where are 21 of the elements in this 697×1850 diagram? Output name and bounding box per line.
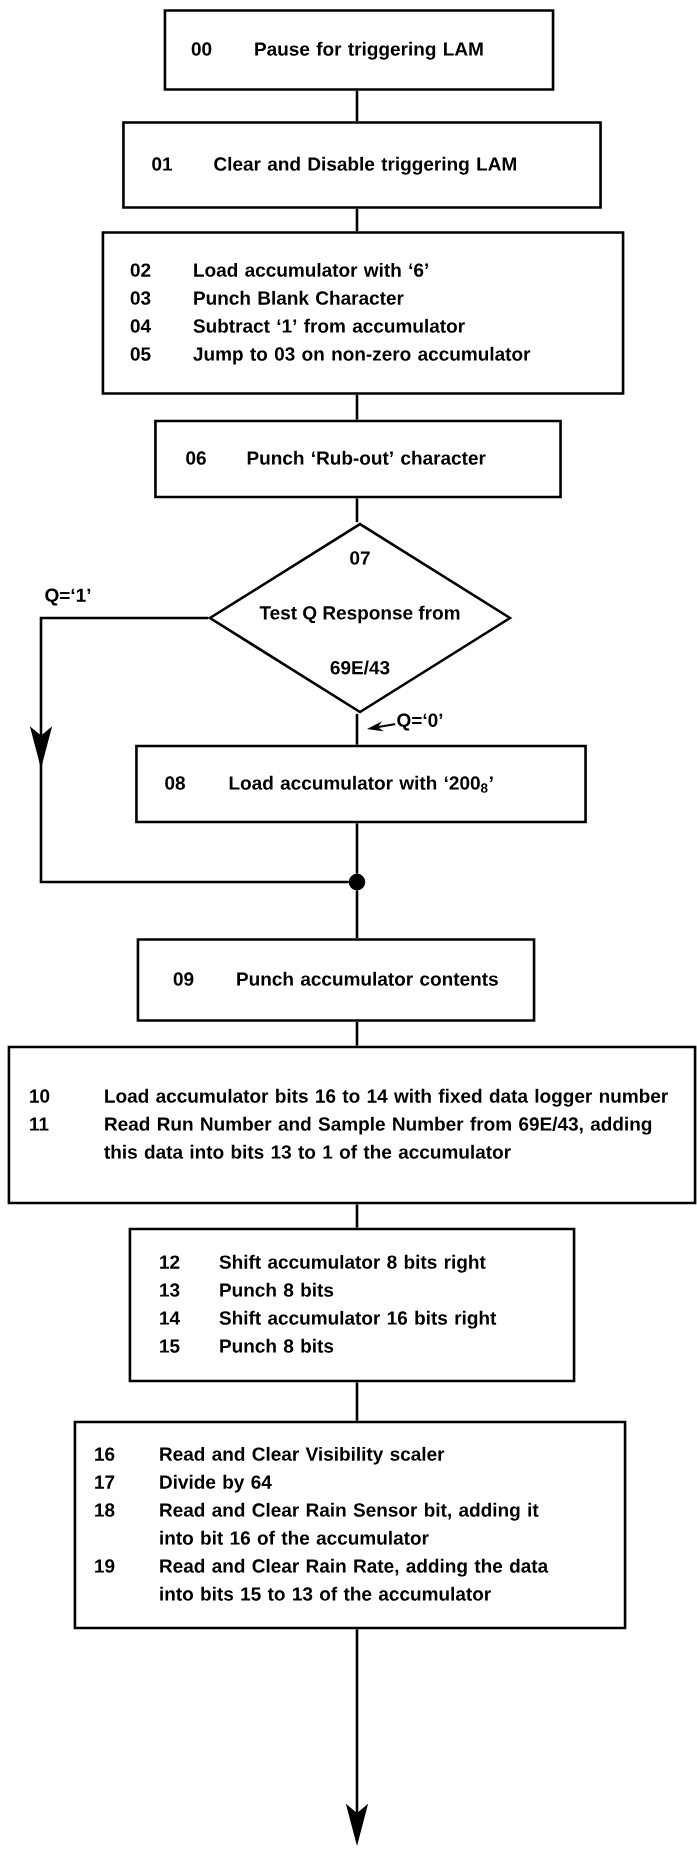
process-box: 16 Read and Clear Visibility scaler 17 Divide by 64 18 Read and Clear Rain Sensor bit, adding it into bit 16 of the accumulator 19 Read and Clear Rain Rate, adding the data into bits 15 to 13 of the accumulator — [73, 1420, 627, 1630]
connector-line — [355, 890, 359, 939]
connector-line — [355, 823, 359, 874]
process-box: 06 Punch ‘Rub-out’ character — [154, 419, 562, 499]
process-box: 02 Load accumulator with ‘6’ 03 Punch Blank Character 04 Subtract ‘1’ from accumulator 05 Jump to 03 on non-zero accumulator — [101, 231, 625, 395]
connector-line — [355, 1021, 359, 1046]
process-box: 12 Shift accumulator 8 bits right 13 Punch 8 bits 14 Shift accumulator 16 bits right 15 Punch 8 bits — [128, 1227, 576, 1383]
connector-line — [355, 713, 359, 745]
connector-line — [355, 498, 359, 523]
process-box: 10 Load accumulator bits 16 to 14 with fixed data logger number 11 Read Run Number and Sample Number from 69E/43, adding this data into bits 13 to 1 of the accumulator — [7, 1045, 697, 1205]
process-box: 08 Load accumulator with ‘200$_{8}$’ — [135, 744, 587, 824]
process-box: 01 Clear and Disable triggering LAM — [122, 121, 602, 209]
process-box: 09 Punch accumulator contents — [136, 938, 536, 1022]
connector-line — [355, 208, 359, 232]
connector-line — [355, 1382, 359, 1421]
edge-label: Q=‘1’ — [43, 587, 93, 607]
junction-dot — [348, 873, 366, 891]
connector-line — [355, 1204, 359, 1228]
connector-line — [355, 90, 359, 122]
process-box: 00 Pause for triggering LAM — [163, 9, 555, 91]
connector-line — [355, 394, 359, 420]
